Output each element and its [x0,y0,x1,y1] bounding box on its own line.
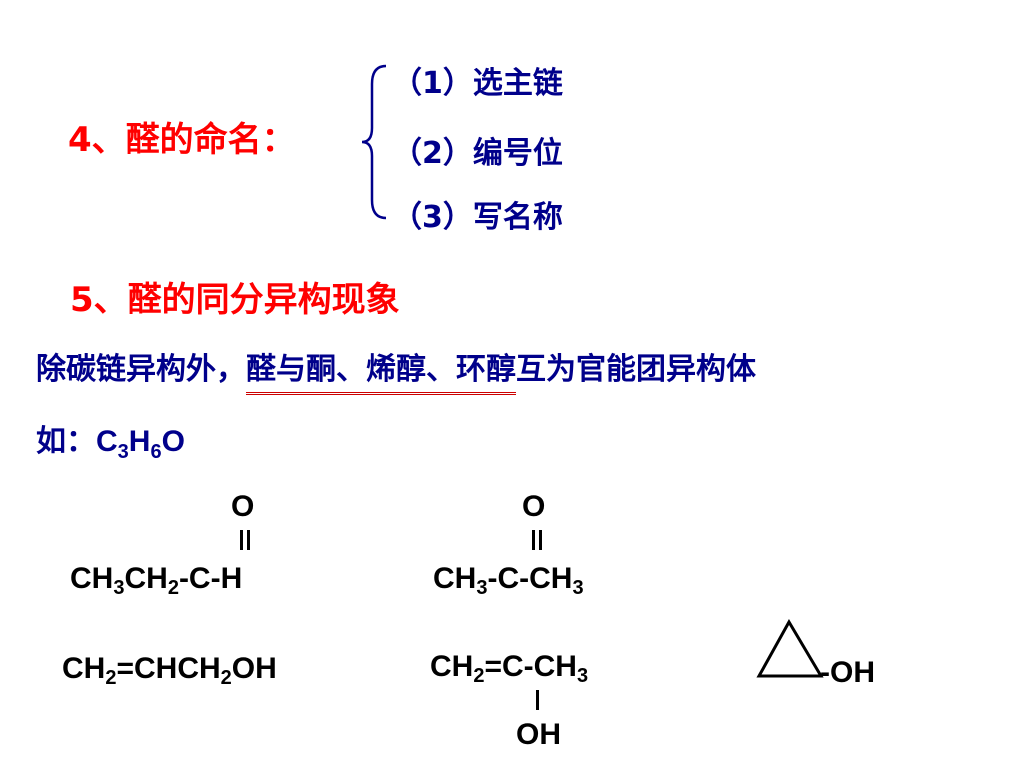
isomer-note-part2: 互为官能团异构体 [516,352,756,387]
acetone-double-bond-right [539,530,542,550]
heading-isomer: 5、醛的同分异构现象 [70,280,400,320]
isomer-note-underlined: 醛与酮、烯醇、环醇 [246,344,516,395]
acetone-formula: CH3-C-CH3 [433,562,584,599]
isomer-note: 除碳链异构外，醛与酮、烯醇、环醇互为官能团异构体 [36,344,756,395]
cyclopropanol-hydroxyl: -OH [820,656,875,689]
example-formula: C3H6O [96,425,185,463]
propenol-hydroxyl: OH [516,718,561,751]
acetone-double-bond-left [532,530,535,550]
propanal-double-bond-right [247,530,250,550]
propenol-single-bond [536,690,539,710]
example-line: 如：C3H6O [36,416,185,464]
propanal-formula: CH3CH2-C-H [70,562,243,599]
propenol-formula: CH2=C-CH3 [430,650,589,687]
brace-shape [361,64,387,220]
example-prefix: 如： [36,424,96,459]
isomer-note-part1: 除碳链异构外， [36,352,246,387]
allyl-alcohol-formula: CH2=CHCH2OH [62,652,277,689]
acetone-oxygen: O [522,490,546,523]
propanal-oxygen: O [231,490,255,523]
propanal-double-bond-left [240,530,243,550]
cyclopropane-ring-icon [756,618,824,678]
heading-naming: 4、醛的命名： [68,120,296,160]
naming-step-2: （2）编号位 [392,136,563,171]
naming-step-1: （1）选主链 [392,66,563,101]
naming-step-3: （3）写名称 [392,200,563,235]
